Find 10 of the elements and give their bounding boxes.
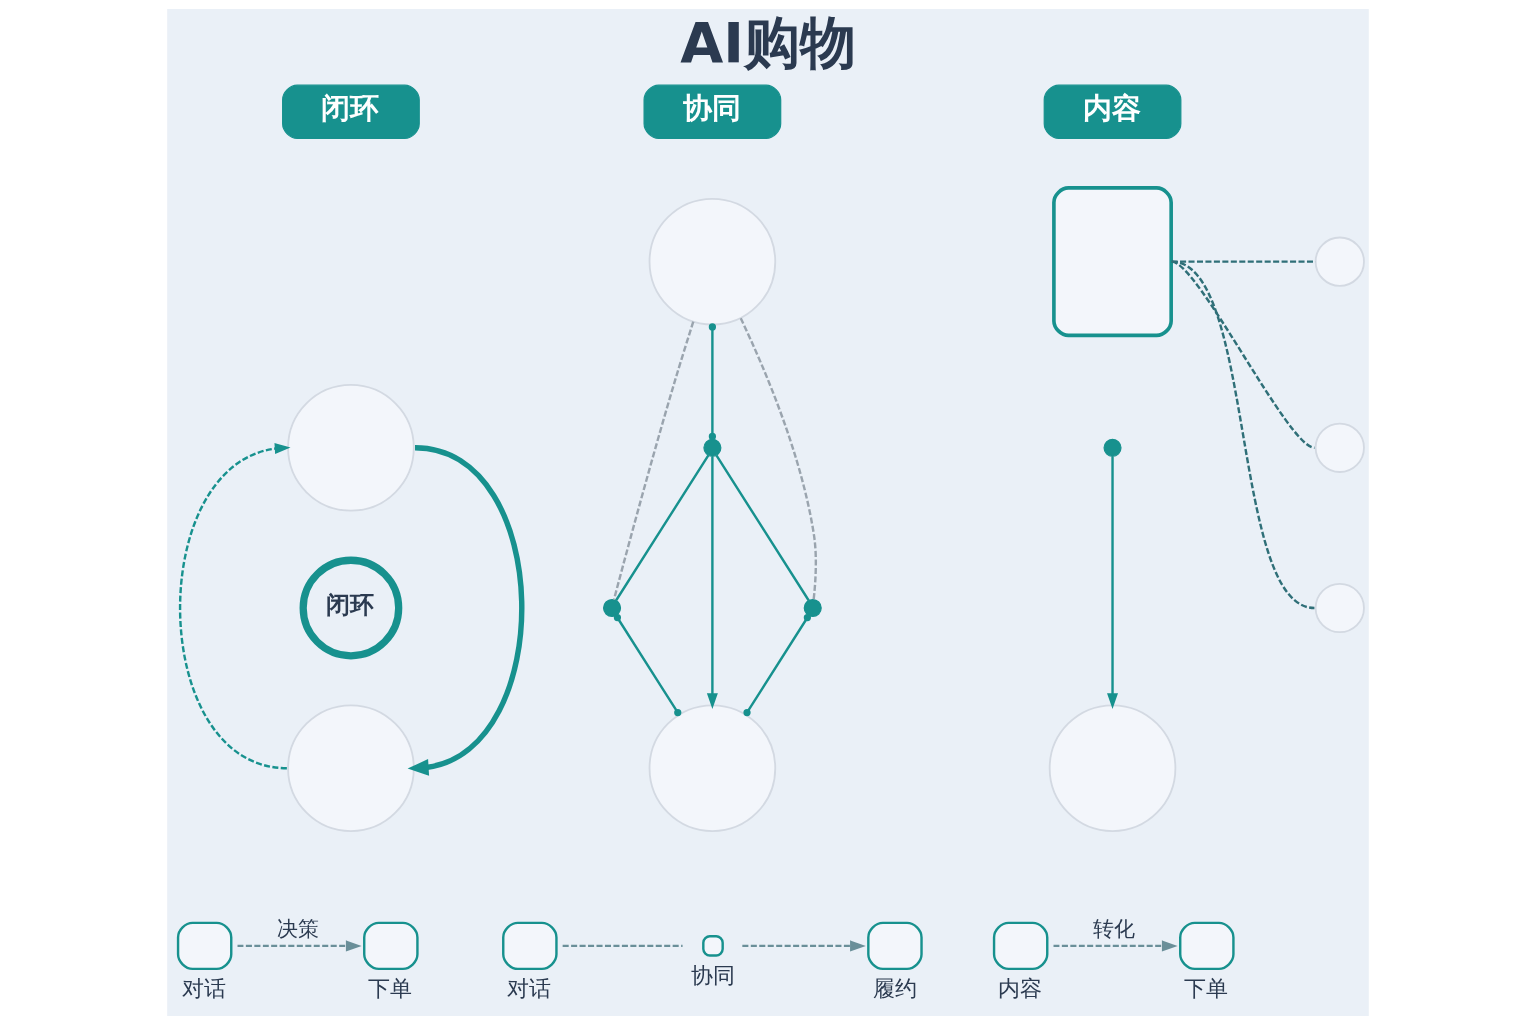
diagram-title: AI购物: [680, 9, 857, 75]
node-label: 下单: [368, 975, 413, 1001]
node-label: 对话: [182, 975, 227, 1001]
node-label: 对话: [507, 975, 552, 1001]
node-label: 履约: [872, 975, 917, 1001]
edge-label: 决策: [276, 916, 319, 941]
node-label: 协同: [690, 962, 735, 988]
edge-label: 转化: [1092, 916, 1135, 941]
node-label: 下单: [1184, 975, 1229, 1001]
node-label: 内容: [998, 975, 1043, 1001]
